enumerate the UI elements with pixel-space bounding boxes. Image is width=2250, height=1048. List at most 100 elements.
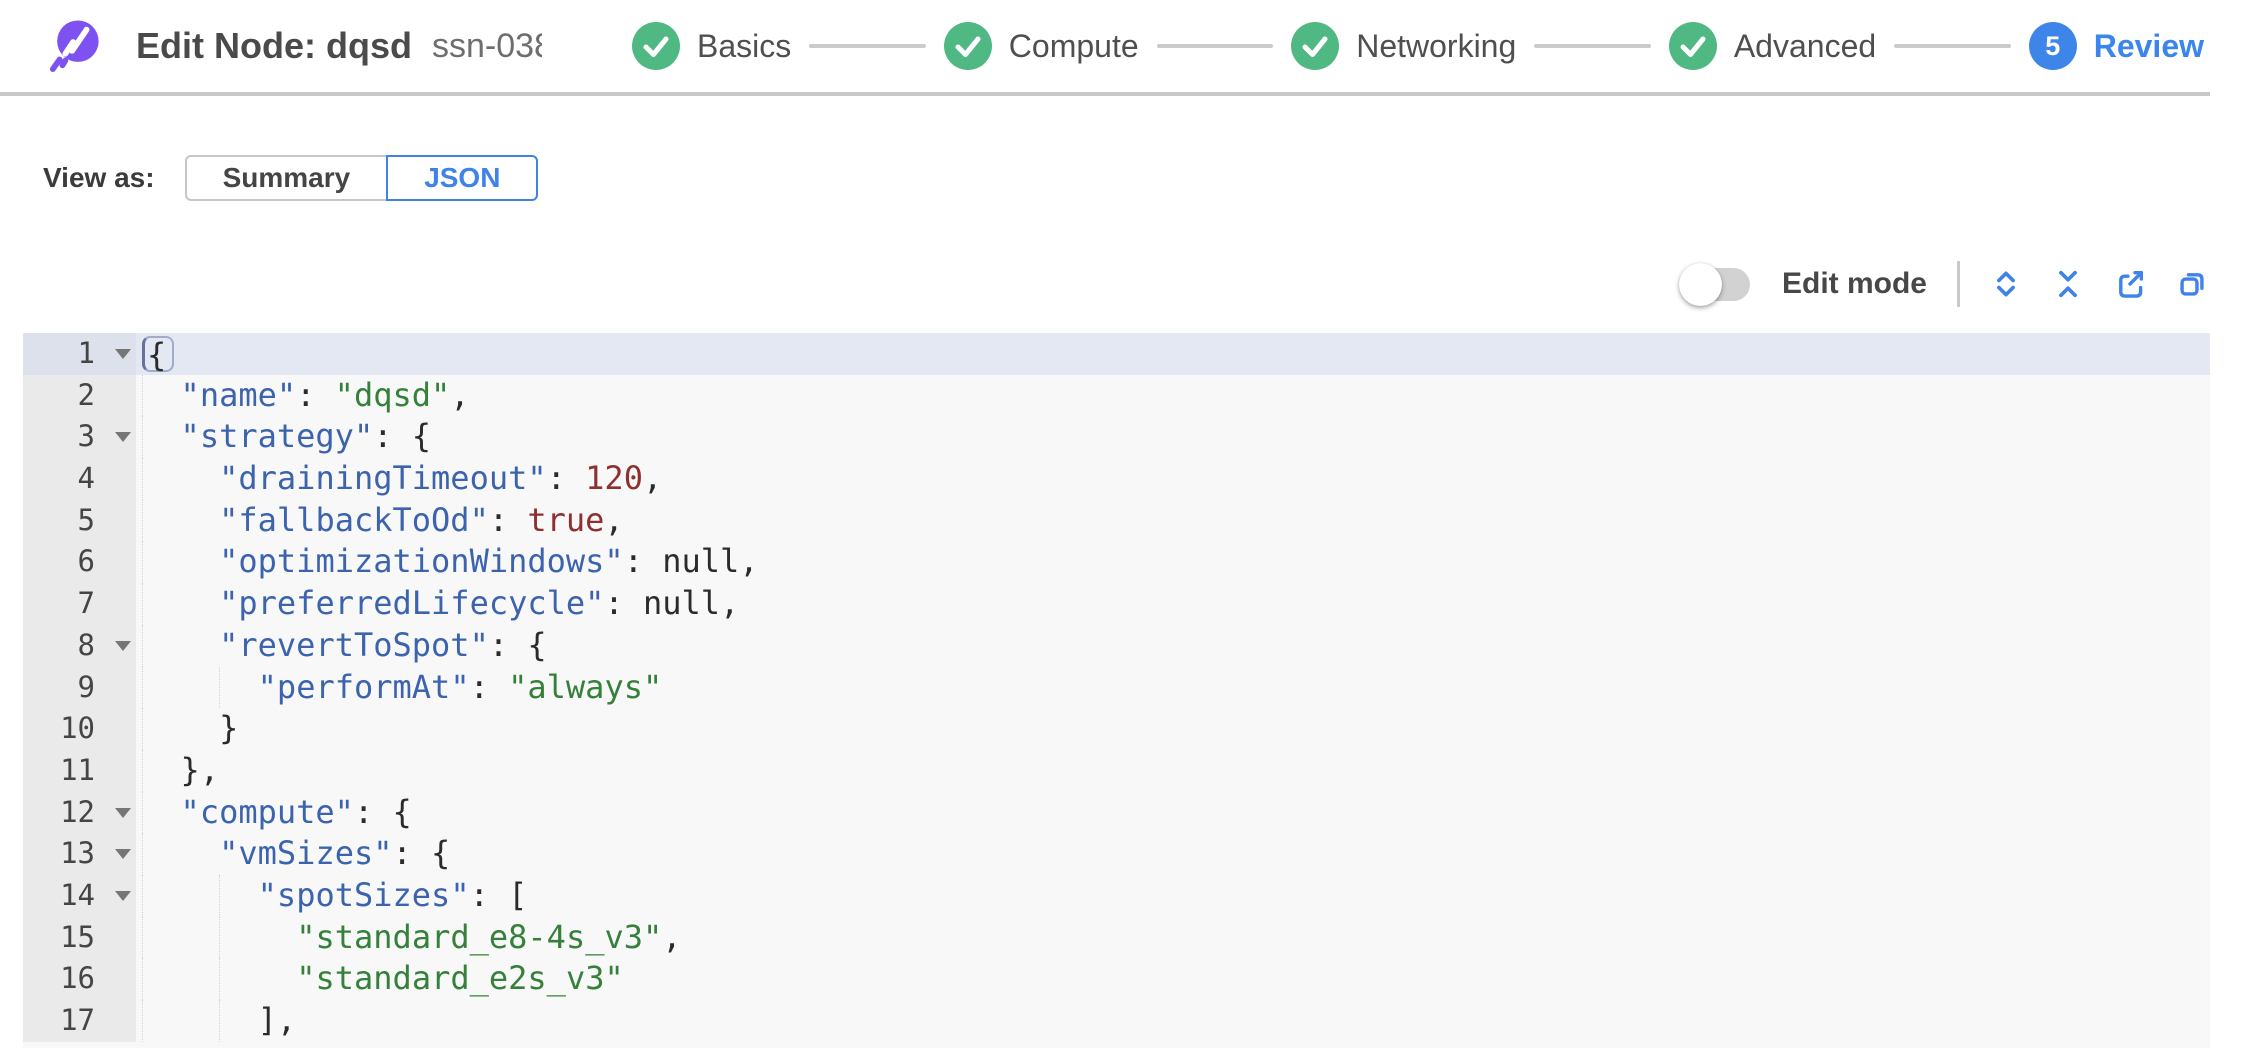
indent-guide bbox=[219, 916, 296, 959]
code-content: "performAt": "always" bbox=[136, 666, 2210, 709]
editor-line[interactable]: 4"drainingTimeout": 120, bbox=[23, 458, 2210, 500]
editor-line[interactable]: 10} bbox=[23, 708, 2210, 750]
code-token: : { bbox=[353, 792, 412, 831]
json-editor[interactable]: 1{2"name": "dqsd",3"strategy": {4"draini… bbox=[23, 333, 2210, 1048]
code-content: "spotSizes": [ bbox=[136, 874, 2210, 917]
step-connector bbox=[1156, 44, 1274, 48]
code-content: }, bbox=[136, 749, 2210, 792]
code-token: "performAt" bbox=[257, 667, 470, 706]
code-content: "compute": { bbox=[136, 791, 2210, 834]
step-connector bbox=[1534, 44, 1651, 48]
code-token: : null, bbox=[604, 584, 740, 623]
line-number: 8 bbox=[23, 624, 136, 667]
spot-logo-icon bbox=[49, 20, 99, 73]
code-token: "name" bbox=[180, 375, 297, 414]
view-as-json-button[interactable]: JSON bbox=[386, 155, 539, 201]
editor-line[interactable]: 12"compute": { bbox=[23, 791, 2210, 834]
code-token: , bbox=[604, 500, 624, 539]
line-number: 5 bbox=[23, 499, 136, 542]
editor-line[interactable]: 1{ bbox=[23, 333, 2210, 375]
indent-guide bbox=[142, 916, 219, 959]
code-token: "fallbackToOd" bbox=[219, 500, 489, 539]
editor-line[interactable]: 15"standard_e8-4s_v3", bbox=[23, 916, 2210, 959]
indent-guide bbox=[142, 666, 219, 709]
cursor-brace: { bbox=[142, 336, 175, 372]
fold-arrow-icon[interactable] bbox=[115, 849, 131, 860]
view-as-label: View as: bbox=[43, 162, 155, 193]
code-token: }, bbox=[180, 750, 220, 789]
code-token: : bbox=[546, 459, 586, 498]
editor-line[interactable]: 3"strategy": { bbox=[23, 416, 2210, 459]
fold-arrow-icon[interactable] bbox=[115, 349, 131, 359]
line-number: 6 bbox=[23, 541, 136, 584]
code-token: "strategy" bbox=[180, 417, 374, 456]
fold-arrow-icon[interactable] bbox=[115, 432, 131, 443]
editor-line[interactable]: 11}, bbox=[23, 749, 2210, 792]
editor-line[interactable]: 16"standard_e2s_v3" bbox=[23, 958, 2210, 1000]
fold-arrow-icon[interactable] bbox=[115, 890, 131, 901]
step-connector bbox=[1894, 44, 2011, 48]
wizard-step-basics[interactable]: Basics bbox=[631, 22, 791, 70]
code-token: : bbox=[488, 500, 528, 539]
editor-line[interactable]: 7"preferredLifecycle": null, bbox=[23, 583, 2210, 625]
editor-line[interactable]: 6"optimizationWindows": null, bbox=[23, 541, 2210, 584]
code-token: : { bbox=[373, 417, 431, 456]
step-label: Review bbox=[2093, 27, 2204, 64]
view-as-summary-button[interactable]: Summary bbox=[184, 155, 389, 201]
indent-guide bbox=[142, 749, 181, 792]
code-content: "name": "dqsd", bbox=[136, 374, 2210, 417]
code-token: "optimizationWindows" bbox=[219, 542, 624, 581]
indent-guide bbox=[142, 541, 219, 584]
copy-icon[interactable] bbox=[2174, 266, 2210, 302]
editor-line[interactable]: 17], bbox=[23, 1000, 2210, 1042]
wizard-step-compute[interactable]: Compute bbox=[943, 22, 1139, 70]
editor-line[interactable]: 5"fallbackToOd": true, bbox=[23, 499, 2210, 542]
indent-guide bbox=[219, 666, 258, 709]
edit-mode-toggle[interactable] bbox=[1678, 263, 1750, 306]
editor-line[interactable]: 8"revertToSpot": { bbox=[23, 624, 2210, 667]
code-token: "always" bbox=[508, 667, 663, 706]
line-number: 15 bbox=[23, 916, 136, 959]
code-token: "spotSizes" bbox=[257, 875, 470, 914]
code-content: { bbox=[136, 333, 2210, 375]
code-content: "vmSizes": { bbox=[136, 833, 2210, 875]
indent-guide bbox=[219, 958, 296, 1000]
indent-guide bbox=[142, 958, 219, 1000]
code-token: : null, bbox=[623, 542, 759, 581]
indent-guide bbox=[142, 583, 219, 625]
code-content: "drainingTimeout": 120, bbox=[136, 458, 2210, 500]
indent-guide bbox=[142, 624, 219, 667]
code-token: : bbox=[469, 667, 509, 706]
code-content: "standard_e2s_v3" bbox=[136, 958, 2210, 1000]
code-content: "strategy": { bbox=[136, 416, 2210, 459]
line-number: 12 bbox=[23, 791, 136, 834]
code-token: } bbox=[219, 709, 239, 748]
line-number: 4 bbox=[23, 458, 136, 500]
line-number: 9 bbox=[23, 666, 136, 709]
indent-guide bbox=[142, 374, 181, 417]
code-token: 120 bbox=[585, 459, 643, 498]
editor-line[interactable]: 2"name": "dqsd", bbox=[23, 374, 2210, 417]
code-token: "dqsd" bbox=[334, 375, 451, 414]
export-icon[interactable] bbox=[2112, 266, 2148, 302]
step-check-icon bbox=[1291, 22, 1340, 70]
editor-line[interactable]: 13"vmSizes": { bbox=[23, 833, 2210, 875]
editor-line[interactable]: 14"spotSizes": [ bbox=[23, 874, 2210, 917]
code-content: "optimizationWindows": null, bbox=[136, 541, 2210, 584]
editor-line[interactable]: 9"performAt": "always" bbox=[23, 666, 2210, 709]
code-token: , bbox=[642, 459, 663, 498]
fold-arrow-icon[interactable] bbox=[115, 640, 131, 651]
expand-all-icon[interactable] bbox=[1988, 266, 2024, 302]
code-content: } bbox=[136, 708, 2210, 750]
fold-arrow-icon[interactable] bbox=[115, 807, 131, 818]
wizard-step-networking[interactable]: Networking bbox=[1291, 22, 1516, 70]
wizard-step-advanced[interactable]: Advanced bbox=[1668, 22, 1877, 70]
code-token: ], bbox=[257, 1001, 297, 1039]
page-title: Edit Node: dqsd bbox=[136, 25, 412, 66]
indent-guide bbox=[142, 791, 181, 834]
line-number: 11 bbox=[23, 749, 136, 792]
step-label: Advanced bbox=[1733, 27, 1877, 64]
collapse-all-icon[interactable] bbox=[2050, 266, 2086, 302]
code-content: ], bbox=[136, 1000, 2210, 1042]
